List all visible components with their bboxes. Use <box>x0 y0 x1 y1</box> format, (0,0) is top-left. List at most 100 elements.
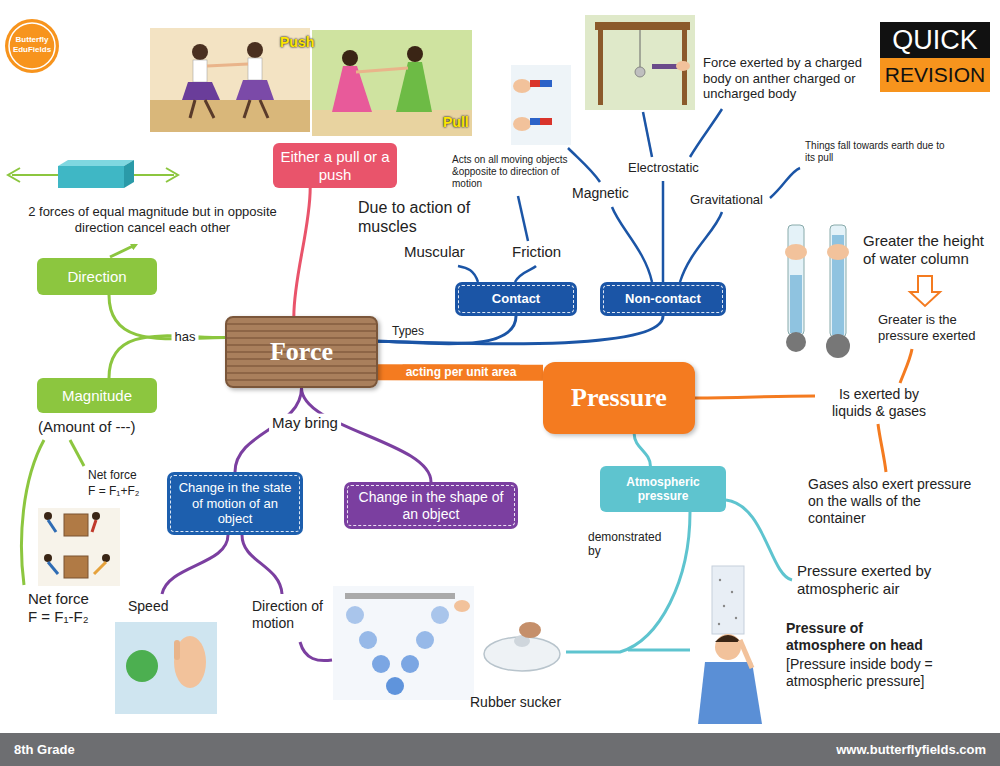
boy-illustration <box>698 662 762 724</box>
direction-icon <box>58 166 124 188</box>
push-illustration <box>190 100 195 118</box>
node-text: Direction <box>67 268 126 286</box>
branch-label: Direction of motion <box>252 598 334 632</box>
net-force-illustration <box>48 562 58 574</box>
bouncing-ball-illustration <box>454 600 470 612</box>
leader-lines <box>242 535 282 594</box>
boy-illustration <box>698 566 762 724</box>
effect-box: Change in the state of motion of an obje… <box>167 472 303 535</box>
node-text: Either a pull or a push <box>280 148 390 184</box>
boy-illustration <box>718 623 720 625</box>
direction-icon <box>8 160 178 188</box>
badge-box: QUICKREVISION <box>880 22 990 92</box>
property-box: Direction <box>37 258 157 295</box>
logo <box>9 23 55 69</box>
connector <box>634 434 650 466</box>
formula-text: F = F₁+F₂ <box>88 484 139 498</box>
leader-lines <box>770 168 800 198</box>
bouncing-ball-illustration <box>401 655 419 673</box>
leader-lines <box>21 440 44 585</box>
note-text: (Amount of ---) <box>38 418 136 436</box>
electrostatic-illustration <box>640 30 641 67</box>
leader-lines <box>910 276 940 306</box>
leader-lines <box>162 535 228 594</box>
direction-icon <box>124 160 134 188</box>
net-force-illustration <box>92 512 100 520</box>
pull-illustration <box>342 50 358 66</box>
node-text: Force <box>270 336 333 367</box>
note-text: Things fall towards earth due to its pul… <box>805 140 945 164</box>
branch-label: Electrostatic <box>628 160 699 176</box>
direction-icon <box>58 160 134 166</box>
leader-lines <box>628 649 690 652</box>
pull-illustration <box>312 110 472 136</box>
topic-box: Pressure <box>543 362 695 434</box>
magnet-illustration <box>530 118 540 125</box>
note-text: Net force <box>88 468 137 482</box>
push-illustration <box>150 100 310 132</box>
logo <box>5 19 59 73</box>
note-text: Gases also exert pressure on the walls o… <box>808 476 978 526</box>
node-text: Change in the shape of an object <box>351 489 511 523</box>
picture-label: Pull <box>443 114 469 131</box>
boy-illustration <box>740 640 752 668</box>
electrostatic-illustration <box>598 30 603 105</box>
pull-illustration <box>312 30 472 136</box>
leader-lines <box>878 424 886 472</box>
net-force-illustration <box>94 562 106 574</box>
water-column-illustration <box>790 275 802 333</box>
note-text: Pressure exerted by atmospheric air <box>797 562 947 598</box>
connector-label: Types <box>389 324 427 339</box>
bouncing-ball-illustration <box>416 631 434 649</box>
logo <box>5 19 59 73</box>
leader-lines <box>518 196 528 241</box>
property-box: Magnitude <box>37 378 157 413</box>
net-force-illustration <box>64 514 88 536</box>
water-column-illustration <box>830 225 846 337</box>
note-text: 2 forces of equal magnitude but in oppos… <box>20 204 285 235</box>
leader-lines <box>612 207 652 282</box>
bouncing-ball-illustration <box>386 677 404 695</box>
leader-lines <box>643 112 652 157</box>
net-force-illustration <box>44 554 52 562</box>
node-text: Pressure <box>571 382 667 413</box>
rubber-sucker-illustration <box>519 622 541 638</box>
central-box: Force <box>225 316 378 388</box>
boy-illustration <box>735 617 737 619</box>
connector-label: acting per unit area <box>403 365 520 380</box>
direction-icon <box>8 168 20 182</box>
magnet-illustration <box>530 80 540 87</box>
net-force-illustration <box>48 520 56 532</box>
type-box: Contact <box>455 282 577 316</box>
boy-illustration <box>731 591 733 593</box>
leader-lines <box>695 396 815 398</box>
bouncing-ball-illustration <box>359 631 377 649</box>
leader-lines <box>70 440 84 466</box>
pull-illustration <box>312 30 472 136</box>
hand-ball-illustration <box>174 636 206 688</box>
branch-label: Friction <box>512 243 561 261</box>
node-text: Magnitude <box>62 387 132 405</box>
branch-label: Speed <box>128 598 168 615</box>
push-illustration <box>244 100 250 118</box>
push-illustration <box>248 58 262 80</box>
bouncing-ball-illustration <box>346 606 364 624</box>
bouncing-ball-illustration <box>431 606 449 624</box>
magnet-illustration <box>540 80 552 87</box>
push-illustration <box>182 82 220 100</box>
connector <box>378 316 663 344</box>
magnet-illustration <box>511 65 571 145</box>
note-text: [Pressure inside body = atmospheric pres… <box>786 656 956 690</box>
net-force-illustration <box>44 512 52 520</box>
push-illustration <box>192 44 208 60</box>
bouncing-ball-illustration <box>333 586 474 700</box>
connector <box>378 316 516 344</box>
node-text: Non-contact <box>625 291 701 307</box>
note-text: Greater is the pressure exerted <box>878 312 990 343</box>
bouncing-ball-illustration <box>345 593 455 599</box>
leader-lines <box>690 109 722 157</box>
electrostatic-illustration <box>585 15 695 110</box>
pull-illustration <box>407 46 423 62</box>
note-text: Greater the height of water column <box>863 232 995 268</box>
